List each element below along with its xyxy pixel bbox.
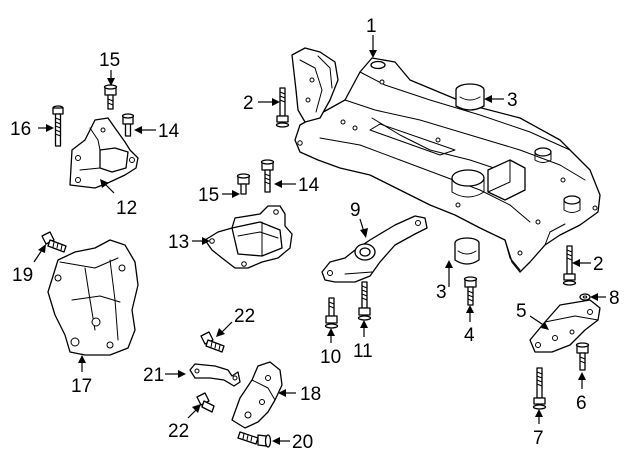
callout-2-right: 2 (593, 254, 604, 275)
callout-15-top: 15 (99, 50, 120, 71)
bolt-22-top (200, 331, 225, 353)
engine-bracket-17 (47, 239, 139, 356)
callout-9: 9 (350, 200, 361, 221)
subframe-crossmember (291, 47, 601, 273)
callout-19: 19 (12, 265, 33, 286)
callout-10: 10 (320, 347, 341, 368)
callout-12: 12 (116, 198, 137, 219)
bolt-15-mid (236, 173, 251, 195)
callout-22-bottom: 22 (168, 421, 189, 442)
bolt-4 (463, 276, 478, 306)
bolt-2-left (275, 87, 290, 128)
callout-18: 18 (300, 384, 321, 405)
bolt-14-top (121, 113, 135, 137)
callout-22-top: 22 (234, 306, 255, 327)
callout-6: 6 (576, 393, 587, 414)
bolt-10 (324, 297, 339, 329)
bolt-19 (41, 231, 67, 253)
callout-17: 17 (71, 376, 92, 397)
bolt-6 (575, 342, 590, 371)
bolt-11 (357, 281, 372, 321)
callout-16: 16 (10, 119, 31, 140)
bushing-top (455, 83, 485, 111)
transmission-mount-13 (204, 205, 293, 269)
engine-mount-12 (69, 117, 139, 189)
callout-20: 20 (292, 432, 313, 453)
callout-3-top: 3 (507, 90, 518, 111)
callout-14-mid: 14 (298, 175, 320, 196)
bolt-7 (532, 367, 547, 410)
torque-rod-9 (321, 215, 428, 283)
bracket-18 (231, 361, 283, 429)
callout-13: 13 (168, 232, 189, 253)
callout-7: 7 (533, 428, 544, 449)
callout-21: 21 (143, 365, 164, 386)
callout-11: 11 (353, 341, 373, 362)
callout-15-mid: 15 (198, 185, 219, 206)
bolt-22-bottom (196, 392, 215, 413)
callout-1: 1 (366, 16, 377, 37)
callout-8: 8 (609, 288, 620, 309)
bolt-14-mid (260, 159, 275, 193)
callout-labels: 1 2 2 3 3 4 5 6 7 8 9 10 11 12 13 14 14 … (10, 16, 620, 453)
bolt-16 (52, 105, 64, 147)
callout-4: 4 (464, 325, 475, 346)
washer-8 (579, 293, 591, 301)
bolt-15-top (103, 84, 118, 110)
bracket-5 (529, 299, 601, 353)
bracket-21 (189, 363, 241, 387)
bolt-2-right (562, 245, 577, 286)
callout-3-mid: 3 (436, 282, 447, 303)
bushing-lower (454, 237, 480, 265)
bolt-20 (237, 431, 272, 448)
callout-14-top: 14 (158, 121, 180, 142)
leader-lines (33, 35, 606, 445)
callout-5: 5 (516, 301, 527, 322)
callout-2-left: 2 (243, 93, 254, 114)
